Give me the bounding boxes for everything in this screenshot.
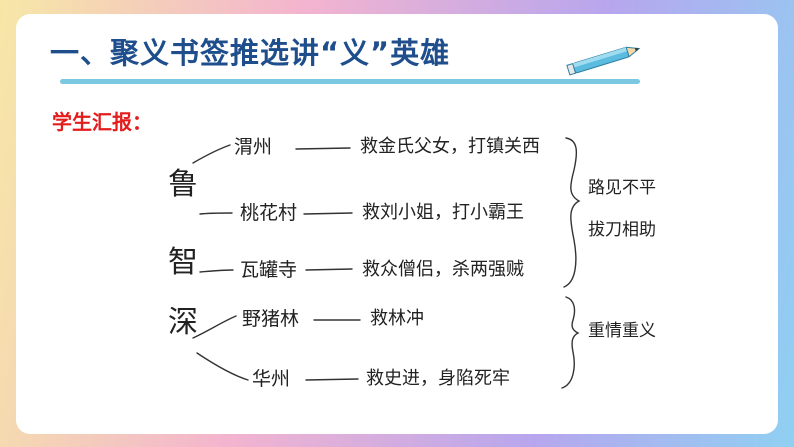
deed-label: 救林冲 [370, 308, 424, 329]
group-label: 路见不平 [588, 178, 656, 198]
place-label: 渭州 [234, 136, 273, 158]
deed-label: 救金氏父女，打镇关西 [360, 136, 540, 157]
deed-label: 救众僧侣，杀两强贼 [362, 259, 524, 280]
hero-char: 深 [168, 305, 198, 340]
pencil-icon [566, 46, 641, 76]
title-underline [60, 79, 640, 84]
slide-content [16, 14, 778, 434]
deed-label: 救史进，身陷死牢 [366, 368, 510, 389]
place-label: 桃花村 [240, 202, 298, 224]
hero-char: 智 [168, 245, 198, 280]
group-label: 重情重义 [588, 321, 656, 341]
group-label: 拔刀相助 [588, 220, 656, 240]
place-label: 瓦罐寺 [240, 259, 298, 281]
place-label: 华州 [252, 368, 291, 390]
hero-char: 鲁 [168, 167, 198, 202]
slide-title: 一、聚义书签推选讲“义”英雄 [50, 36, 451, 70]
place-label: 野猪林 [242, 308, 300, 330]
student-report-label: 学生汇报： [52, 110, 152, 134]
deed-label: 救刘小姐，打小霸王 [362, 202, 524, 223]
